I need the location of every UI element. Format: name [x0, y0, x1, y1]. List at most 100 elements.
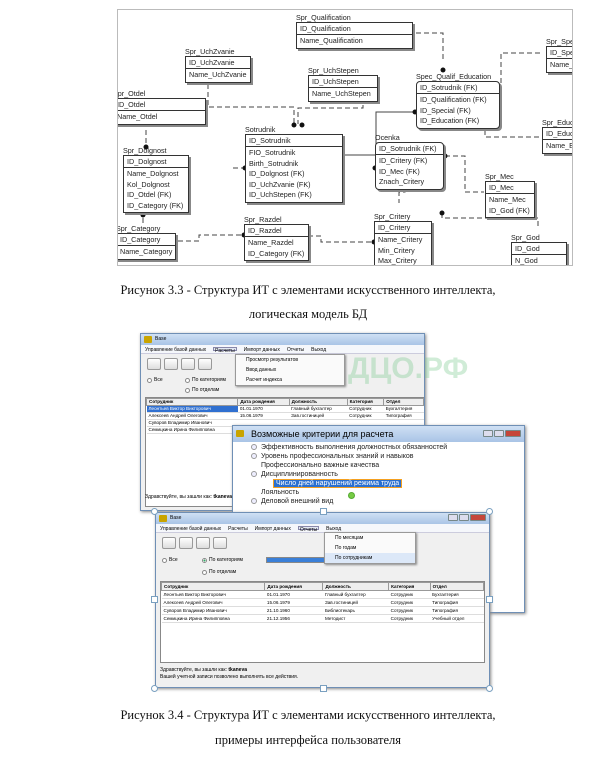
radio-all[interactable]: Все: [162, 557, 178, 563]
resize-handle[interactable]: [320, 685, 327, 692]
book-icon[interactable]: [198, 358, 212, 370]
add-icon[interactable]: [147, 358, 161, 370]
tree-item[interactable]: Уровень профессиональных знаний и навыко…: [251, 452, 447, 461]
expand-icon[interactable]: [251, 444, 257, 450]
book-icon[interactable]: [213, 537, 227, 549]
print-icon[interactable]: [179, 537, 193, 549]
entity-attribute: ID_Category (FK): [248, 248, 305, 258]
menu-reports[interactable]: Отчеты: [286, 347, 305, 353]
menu-exit[interactable]: Выход: [311, 347, 327, 353]
entity-key: ID_Sotrudnik (FK): [417, 82, 499, 94]
menu-item-view-results[interactable]: Просмотр результатов: [246, 357, 299, 363]
tree-item[interactable]: Число дней нарушений режима труда: [251, 479, 447, 488]
entity-name: Ocenka: [375, 133, 400, 142]
entity-key: ID_God: [512, 243, 566, 255]
status-text: Здравствуйте, вы зашли как: tkaneva: [145, 494, 233, 500]
minimize-button[interactable]: [448, 514, 458, 521]
menu-item-index-calc[interactable]: Расчет индекса: [246, 377, 283, 383]
menu-db[interactable]: Управление базой данных: [160, 526, 222, 532]
resize-handle[interactable]: [151, 596, 158, 603]
resize-handle[interactable]: [486, 596, 493, 603]
title-bar: Base: [156, 513, 489, 524]
entity-key: ID_UchZvanie: [186, 57, 250, 69]
menu-calc[interactable]: Расчеты: [228, 526, 248, 532]
tree-item[interactable]: Профессионально важные качества: [261, 462, 380, 469]
calc-icon[interactable]: [181, 358, 195, 370]
entity-attribute: FIO_Sotrudnik: [249, 148, 296, 157]
criteria-title-bar: Возможные критерии для расчета: [233, 426, 524, 442]
resize-handle[interactable]: [320, 508, 327, 515]
entity-attribute: ID_Otdel (FK): [127, 190, 172, 199]
rotate-handle[interactable]: [348, 492, 355, 499]
menu-item-by-month[interactable]: По месяцам: [335, 535, 364, 541]
table-row[interactable]: Суворов Владимир Иванович: [146, 419, 424, 427]
expand-icon[interactable]: [251, 471, 257, 477]
tree-item[interactable]: Дисциплинированность: [251, 470, 447, 479]
entity-attribute: ID_Special (FK): [420, 105, 471, 115]
entity-attribute: ID_God (FK): [489, 205, 530, 215]
entity-attribute: Min_Critery: [378, 245, 415, 255]
tree-item[interactable]: Деловой внешний вид: [251, 497, 447, 506]
entity-key: ID_Education: [543, 128, 572, 140]
menu-reports[interactable]: Отчеты: [297, 526, 320, 533]
menu-exit[interactable]: Выход: [326, 526, 342, 532]
entity-attribute: Name_Otdel: [117, 112, 158, 121]
resize-handle[interactable]: [151, 685, 158, 692]
menu-import[interactable]: Импорт данных: [243, 347, 280, 353]
entity-name: Spr_UchStepen: [308, 66, 359, 75]
resize-handle[interactable]: [151, 508, 158, 515]
radio-by-category[interactable]: По категориям: [202, 557, 243, 563]
calc-icon[interactable]: [196, 537, 210, 549]
table-row[interactable]: Семицкина Ирина Филипповна: [146, 426, 424, 434]
close-button[interactable]: [470, 514, 486, 521]
resize-handle[interactable]: [486, 508, 493, 515]
criteria-tree[interactable]: Эффективность выполнения должностных обя…: [251, 443, 447, 506]
menu-import[interactable]: Импорт данных: [254, 526, 291, 532]
radio-by-dept[interactable]: По отделам: [202, 569, 236, 575]
app-logo-icon: [236, 430, 244, 437]
maximize-button[interactable]: [459, 514, 469, 521]
menu-item-data-entry[interactable]: Ввод данных: [246, 367, 277, 373]
expand-icon[interactable]: [251, 498, 257, 504]
entity-attribute: Name_Education: [546, 141, 572, 150]
menu-item-by-employee[interactable]: По сотрудникам: [325, 553, 415, 563]
maximize-button[interactable]: [494, 430, 504, 437]
tree-item[interactable]: Лояльность: [261, 489, 300, 496]
expand-icon[interactable]: [251, 453, 257, 459]
tree-item[interactable]: Эффективность выполнения должностных обя…: [251, 443, 447, 452]
add-icon[interactable]: [162, 537, 176, 549]
print-icon[interactable]: [164, 358, 178, 370]
entity-name: Spr_Mec: [485, 172, 514, 181]
entity-name: Spr_Otdel: [117, 89, 146, 98]
window-title: Base: [155, 336, 167, 342]
radio-by-category[interactable]: По категориям: [185, 377, 226, 383]
resize-handle[interactable]: [486, 685, 493, 692]
menu-calc[interactable]: Расчеты: [213, 347, 237, 354]
entity-attribute: Name_Qualification: [300, 36, 363, 45]
app-logo-icon: [159, 515, 167, 522]
radio-by-dept[interactable]: По отделам: [185, 387, 219, 393]
menu-item-by-year[interactable]: По годам: [335, 545, 357, 551]
menu-db[interactable]: Управление базой данных: [145, 347, 207, 353]
entity-key: ID_Critery: [375, 222, 431, 234]
window-title: Base: [170, 515, 182, 521]
entity-attribute: Name_Category: [120, 247, 173, 256]
radio-all[interactable]: Все: [147, 377, 163, 383]
close-button[interactable]: [505, 430, 521, 437]
entity-key: ID_Dolgnost: [124, 156, 188, 168]
minimize-button[interactable]: [483, 430, 493, 437]
menu-bar: Управление базой данных Расчеты Импорт д…: [141, 345, 424, 354]
